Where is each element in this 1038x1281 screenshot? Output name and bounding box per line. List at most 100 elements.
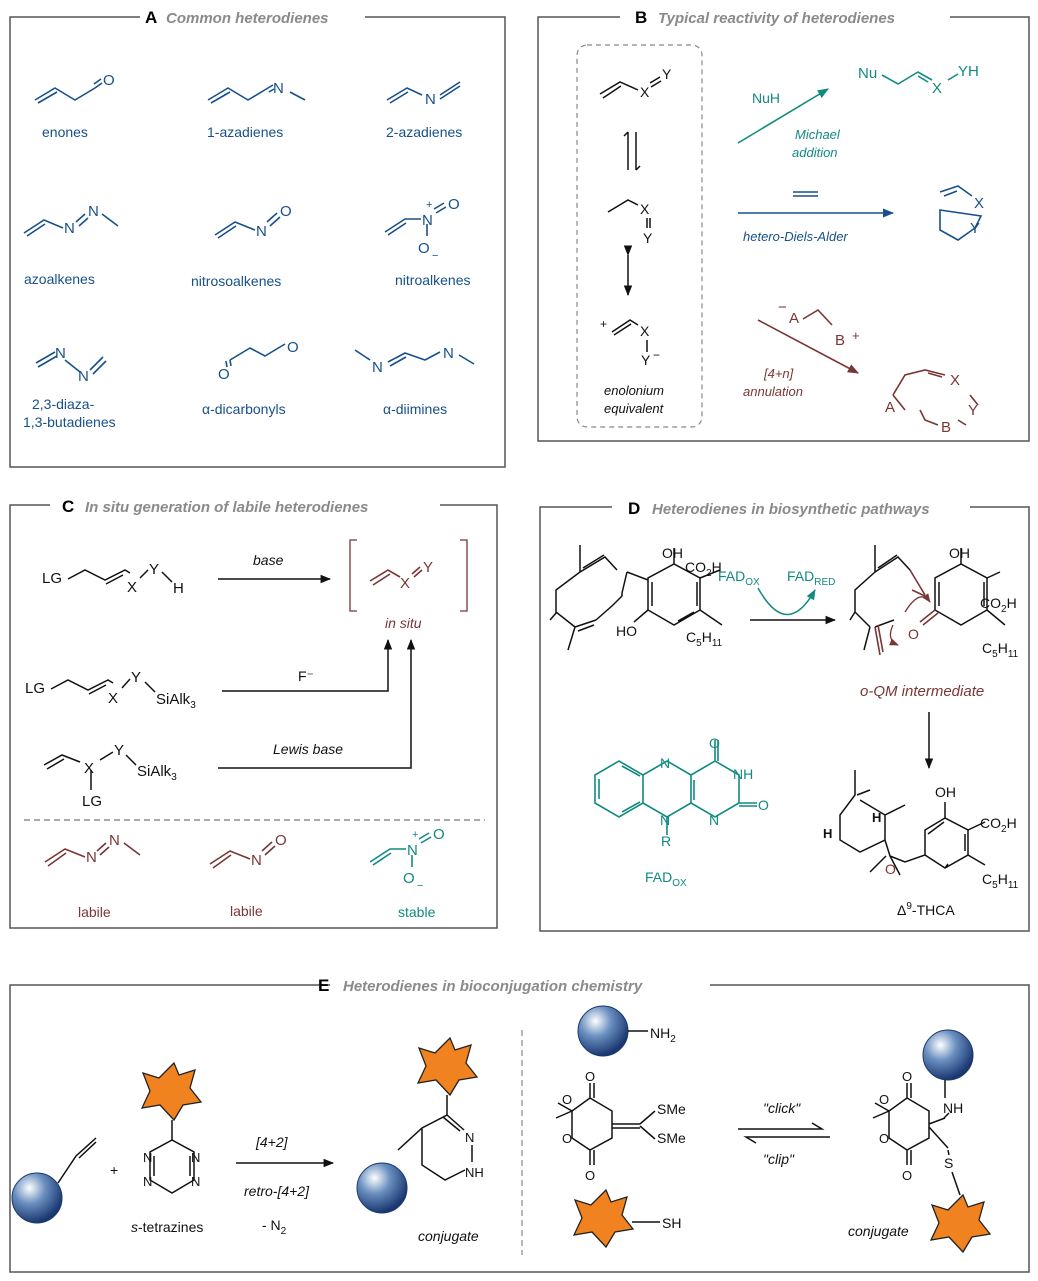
fadox-label-2: FADOX <box>645 869 687 889</box>
panel-c-frame <box>9 504 498 929</box>
nitrosoalkene-o: O <box>280 203 292 220</box>
enolonium-dashed-box <box>576 44 703 428</box>
oqm-o: O <box>908 626 919 642</box>
annul-minus: − <box>778 299 787 316</box>
panel-b: B Typical reactivity of heterodienes X Y… <box>537 8 1030 442</box>
c-nitro-o2: O <box>403 870 415 887</box>
heterodiene-bottom <box>611 319 648 352</box>
thca-co2h: CO2H <box>980 815 1017 835</box>
thca-methyls <box>869 855 901 876</box>
panel-a-frame <box>9 16 506 468</box>
heterodiene-top <box>599 76 662 99</box>
michael-label: Michael <box>795 127 841 142</box>
equilibrium-arrows <box>623 131 641 171</box>
michael-x: X <box>932 80 942 97</box>
dicarbonyl-structure <box>225 343 286 368</box>
b-bot-minus: − <box>653 348 660 362</box>
mr-o2: O <box>585 1168 595 1183</box>
mr-o4: O <box>562 1131 572 1146</box>
c-nitro-n: N <box>407 842 418 859</box>
label-diaza-2: 1,3-butadienes <box>23 414 116 430</box>
c3-structure <box>43 751 137 790</box>
annul-reagent <box>802 308 833 326</box>
label-nitrosoalkenes: nitrosoalkenes <box>191 273 281 289</box>
c-nitro-minus: − <box>417 880 423 892</box>
star-1 <box>140 1061 203 1122</box>
sphere-3 <box>577 1005 629 1057</box>
amine-label: NH2 <box>650 1025 676 1045</box>
pr-o2: O <box>902 1168 912 1183</box>
prod-s-link <box>951 1171 961 1196</box>
diaza-n2: N <box>78 368 89 385</box>
annulation-arrow <box>757 319 859 374</box>
b-top-x: X <box>640 84 650 100</box>
tetrazines-label: s-tetrazines <box>131 1219 203 1235</box>
labile-nitroso <box>209 841 276 869</box>
thca-c5: C5H11 <box>982 871 1019 891</box>
d1-co2h: CO2H <box>685 559 722 579</box>
c3-sialk: SiAlk3 <box>137 763 177 783</box>
hda-x: X <box>974 195 984 212</box>
conj1-nh: NH <box>465 1165 484 1180</box>
equivalent-label: equivalent <box>604 401 665 416</box>
insitu-label: in situ <box>385 615 422 631</box>
label-labile-2: labile <box>230 903 263 919</box>
nitroalkene-minus: − <box>432 250 438 262</box>
dicarbonyl-o2: O <box>287 339 299 356</box>
thca-h1: H <box>872 810 881 825</box>
fad-r: R <box>661 833 671 849</box>
c3-y: Y <box>114 742 124 759</box>
conjugate-label-2: conjugate <box>848 1223 909 1239</box>
nitroalkene-o2: O <box>418 240 430 257</box>
diimine-n2: N <box>443 345 454 362</box>
tz-n3: N <box>143 1174 152 1189</box>
1-azadiene-structure <box>207 84 306 104</box>
panel-e: E Heterodienes in bioconjugation chemist… <box>9 976 1030 1273</box>
fadred-label: FADRED <box>787 568 835 588</box>
panel-c-title: In situ generation of labile heterodiene… <box>85 499 368 516</box>
mr-o3: O <box>562 1092 572 1107</box>
annul-label-2: annulation <box>743 384 803 399</box>
pr-o1: O <box>902 1069 912 1084</box>
c3-x: X <box>84 760 94 777</box>
c-nitroso-o: O <box>275 832 287 849</box>
diaza-n1: N <box>55 345 66 362</box>
c-azo-n2: N <box>109 832 120 849</box>
prod-s: S <box>944 1155 953 1171</box>
panel-e-title: Heterodienes in bioconjugation chemistry <box>343 978 643 995</box>
annul-prod-x: X <box>950 372 960 389</box>
labile-azoalkene <box>44 842 141 867</box>
1-azadiene-n: N <box>273 80 284 97</box>
c2-x: X <box>108 690 118 707</box>
fad-nh: NH <box>733 766 753 782</box>
sphere-1 <box>11 1172 63 1224</box>
panel-b-letter: B <box>635 8 647 27</box>
label-diimines: α-diimines <box>383 401 447 417</box>
b-bot-plus: + <box>600 317 607 331</box>
fad-n1: N <box>660 755 670 771</box>
sme-1: SMe <box>657 1101 686 1117</box>
d2-co2h: CO2H <box>980 595 1017 615</box>
nitrosoalkene-structure <box>214 212 281 239</box>
oqm-chain <box>849 545 911 651</box>
label-enones: enones <box>42 124 88 140</box>
fad-n3: N <box>709 812 719 828</box>
ethylene <box>793 191 818 197</box>
thca-skeleton <box>839 770 969 869</box>
panel-c: C In situ generation of labile heterodie… <box>9 497 498 929</box>
r42-label: [4+2] <box>255 1134 289 1150</box>
hda-label: hetero-Diels-Alder <box>743 229 848 244</box>
panel-b-title: Typical reactivity of heterodienes <box>658 10 895 27</box>
c1-structure <box>67 569 173 585</box>
c2-y: Y <box>131 669 141 686</box>
panel-d: D Heterodienes in biosynthetic pathways … <box>539 499 1030 932</box>
annul-prod-a: A <box>885 399 895 416</box>
enone-structure <box>34 78 103 104</box>
panel-e-letter: E <box>318 976 329 995</box>
n2-label: - N2 <box>262 1217 287 1237</box>
oqm-co <box>919 609 939 626</box>
diaza-butadiene-structure <box>35 351 107 375</box>
thca-subst <box>944 802 986 866</box>
cbga-chain <box>549 545 628 651</box>
nitroalkene-o1: O <box>448 196 460 213</box>
